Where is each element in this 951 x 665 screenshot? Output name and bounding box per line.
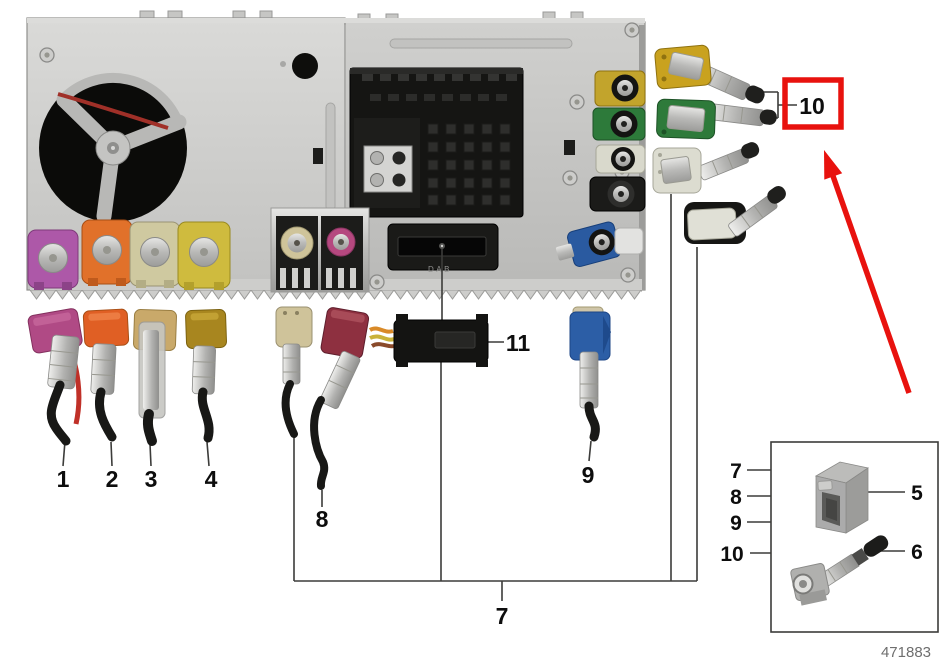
chassis-slot-horizontal bbox=[389, 38, 573, 49]
legend-row-7[interactable]: 7 bbox=[730, 460, 742, 483]
mid-socket-bracket bbox=[270, 207, 370, 293]
main-connector-block bbox=[349, 67, 524, 218]
callout-8[interactable]: 8 bbox=[316, 506, 329, 532]
legend-box: 7 8 9 10 5 6 bbox=[720, 441, 939, 633]
cable-4-yellow bbox=[185, 309, 227, 443]
cable-8-bordeaux bbox=[310, 307, 370, 490]
connector-angled-white bbox=[652, 142, 760, 194]
legend-item-6-label[interactable]: 6 bbox=[911, 541, 923, 564]
legend-row-10[interactable]: 10 bbox=[720, 543, 743, 566]
chassis-tab-plate bbox=[614, 227, 644, 255]
cable-7-beige bbox=[275, 306, 313, 438]
cable-3-cream bbox=[133, 308, 177, 446]
dab-port: DAB bbox=[387, 223, 499, 274]
part-number: 471883 bbox=[881, 644, 931, 661]
serrated-edge bbox=[30, 290, 642, 301]
connector-angled-green bbox=[656, 98, 777, 140]
connector-11-block bbox=[368, 314, 489, 367]
legend-item-5-label[interactable]: 5 bbox=[911, 482, 923, 505]
legend-row-9[interactable]: 9 bbox=[730, 512, 742, 535]
legend-row-8[interactable]: 8 bbox=[730, 486, 742, 509]
bracket-7-lines bbox=[293, 194, 698, 601]
fan-wire bbox=[57, 92, 169, 130]
callout-4[interactable]: 4 bbox=[205, 466, 218, 492]
socket-violet bbox=[27, 229, 79, 290]
callout-11[interactable]: 11 bbox=[506, 330, 531, 356]
socket-cream bbox=[129, 221, 181, 288]
highlight-box bbox=[782, 77, 844, 130]
cable-1-violet bbox=[27, 308, 83, 446]
connector-angled-yellow bbox=[654, 44, 765, 104]
callout-3[interactable]: 3 bbox=[145, 466, 158, 492]
legend-item-6-connector bbox=[790, 535, 889, 606]
highlight-arrow-shaft bbox=[830, 175, 912, 394]
unit-socket-white bbox=[595, 144, 646, 174]
unit-socket-yellow bbox=[594, 70, 646, 107]
callout-1[interactable]: 1 bbox=[57, 466, 70, 492]
chassis-clip-2 bbox=[564, 140, 575, 155]
cooling-fan bbox=[39, 72, 187, 224]
callout-2[interactable]: 2 bbox=[106, 466, 119, 492]
dab-port-label: DAB bbox=[428, 265, 452, 274]
power-pin-plate bbox=[363, 145, 413, 193]
callout-9[interactable]: 9 bbox=[582, 462, 595, 488]
socket-yellow bbox=[177, 221, 231, 290]
unit-socket-blue bbox=[555, 221, 622, 268]
cable-9-blue bbox=[569, 306, 611, 442]
connector-angled-black bbox=[684, 186, 786, 244]
callout-7[interactable]: 7 bbox=[496, 603, 509, 629]
chassis-clip bbox=[313, 148, 323, 164]
callout-leader-lines bbox=[62, 341, 592, 507]
chassis-top-edge bbox=[27, 18, 645, 23]
highlight-arrow-head bbox=[824, 150, 843, 180]
head-unit-photo: DAB bbox=[26, 10, 646, 301]
unit-socket-black bbox=[589, 176, 646, 212]
legend-item-5-housing bbox=[814, 461, 869, 534]
socket-orange bbox=[81, 219, 133, 286]
unit-socket-green bbox=[592, 107, 646, 141]
highlight-annotation bbox=[782, 77, 912, 394]
cable-2-orange bbox=[82, 308, 130, 442]
chassis-slot-vertical bbox=[325, 102, 336, 212]
vent-hole bbox=[292, 53, 318, 79]
callout-10[interactable]: 10 bbox=[799, 93, 825, 119]
